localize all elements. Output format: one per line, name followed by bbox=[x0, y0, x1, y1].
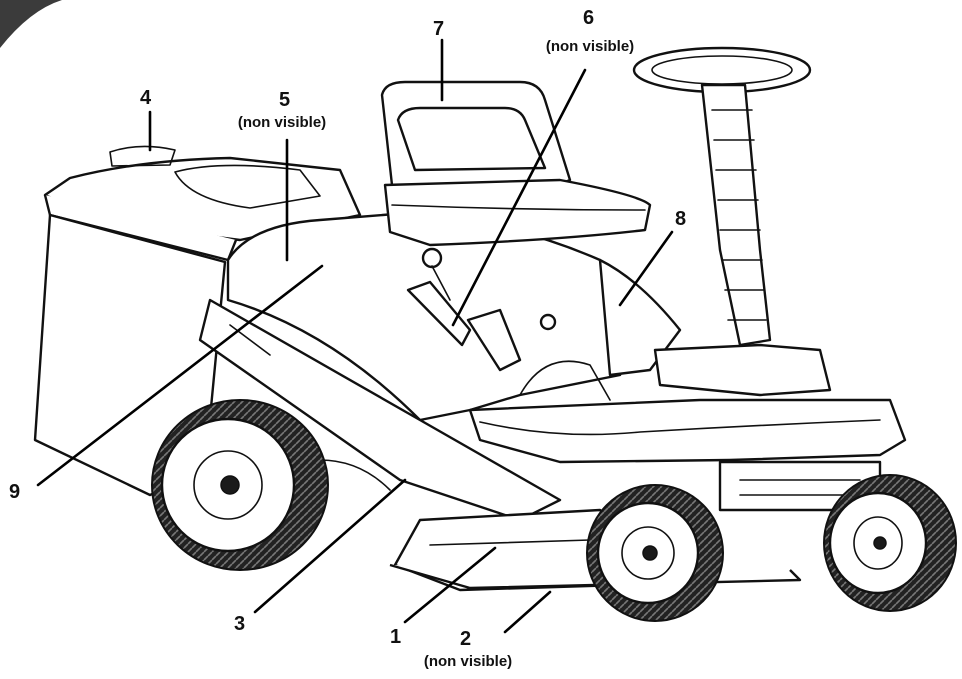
corner-tab bbox=[0, 0, 62, 48]
callout-7: 7 bbox=[433, 18, 444, 40]
leader-8 bbox=[618, 230, 674, 307]
callout-2: 2 bbox=[460, 628, 471, 650]
callout-5: 5 bbox=[279, 89, 290, 111]
leader-9 bbox=[36, 264, 324, 487]
callout-1: 1 bbox=[390, 626, 401, 648]
callout-5-note: (non visible) bbox=[238, 114, 326, 131]
callout-8: 8 bbox=[675, 208, 686, 230]
callout-6: 6 bbox=[583, 7, 594, 29]
leader-lines bbox=[36, 38, 674, 634]
front-wheel-left bbox=[586, 484, 724, 622]
seat bbox=[380, 80, 652, 247]
callout-3: 3 bbox=[234, 613, 245, 635]
callout-6-note: (non visible) bbox=[546, 38, 634, 55]
callout-9: 9 bbox=[9, 481, 20, 503]
leader-1 bbox=[403, 546, 497, 624]
callout-labels: 1 2 (non visible) 3 4 5 (non visible) 6 … bbox=[9, 7, 686, 670]
leader-6 bbox=[451, 68, 587, 327]
mower-body bbox=[198, 210, 907, 522]
control-levers bbox=[406, 247, 557, 372]
leader-2 bbox=[503, 590, 552, 634]
steering bbox=[632, 46, 812, 347]
front-wheel-right bbox=[823, 474, 957, 612]
leader-3 bbox=[253, 478, 407, 614]
callout-2-note: (non visible) bbox=[424, 653, 512, 670]
callout-4: 4 bbox=[140, 87, 152, 109]
rear-wheel bbox=[151, 399, 329, 571]
